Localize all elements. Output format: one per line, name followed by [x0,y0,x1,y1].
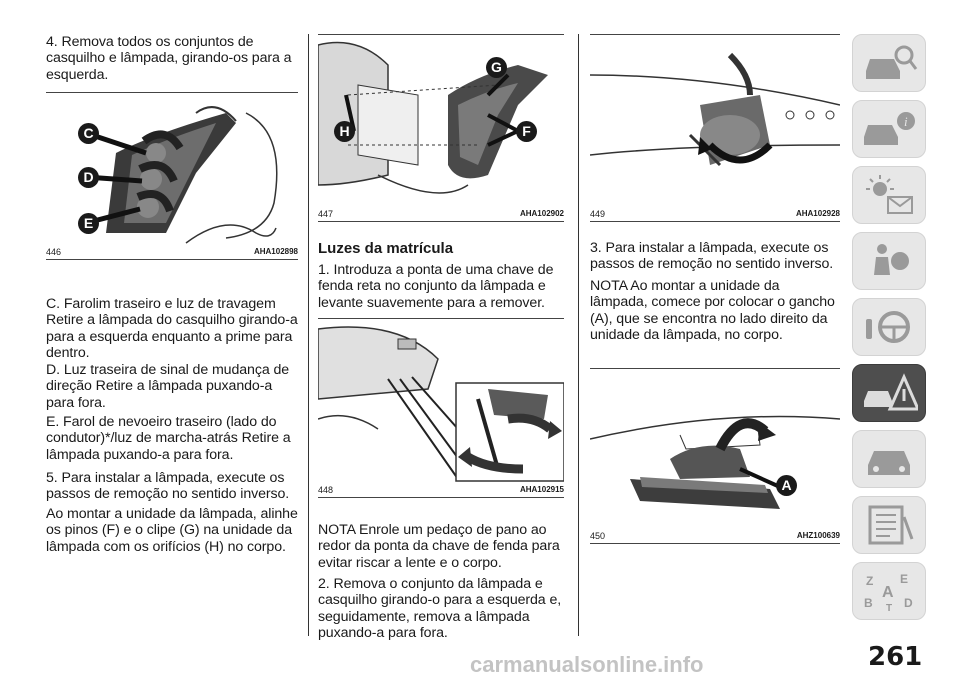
watermark: carmanualsonline.info [470,652,704,677]
figure-number: 447 [318,209,334,219]
tab-car-info[interactable]: i [852,100,926,158]
tab-car-service[interactable] [852,430,926,488]
car-search-icon [866,45,918,79]
car-info-icon: i [864,112,915,145]
figure-number: 448 [318,485,334,495]
item-e-text: E. Farol de nevoeiro traseiro (lado do c… [46,414,291,463]
step-5-text: 5. Para instalar a lâmpada, execute os p… [46,470,290,503]
figure-448: 448 AHA102915 [318,318,564,498]
license-plate-bulb-socket-drawing [590,35,840,207]
column-divider [308,34,309,636]
tab-emergency[interactable] [852,364,926,422]
step-4-text: 4. Remova todos os conjuntos de casquilh… [46,34,292,83]
callout-g: G [486,57,507,78]
svg-text:B: B [864,596,873,610]
item-d-text: D. Luz traseira de sinal de mudança de d… [46,362,290,411]
airbag-icon [874,244,909,275]
callout-a: A [776,475,797,496]
steering-wheel-icon [866,311,910,343]
figure-number: 446 [46,247,62,257]
svg-text:Z: Z [866,574,873,588]
figure-449: 449 AHA102928 [590,34,840,222]
tab-steering-wheel[interactable] [852,298,926,356]
svg-text:D: D [904,596,913,610]
figure-code: AHA102902 [519,209,564,218]
nota-text: NOTA Enrole um pedaço de pano ao redor d… [318,522,560,571]
license-plate-lamp-unit-drawing: A [590,369,840,529]
callout-h: H [334,121,355,142]
step-2-text: 2. Remova o conjunto da lâmpada e casqui… [318,576,562,641]
figure-code: AHA102915 [519,485,564,494]
page-number: 261 [868,642,923,672]
figure-caption: 446 AHA102898 [46,247,298,260]
figure-code: AHZ100639 [796,531,840,540]
tab-specifications[interactable] [852,496,926,554]
figure-code: AHA102898 [253,247,298,256]
tab-airbag[interactable] [852,232,926,290]
taillight-bulbs-drawing: C D E [46,93,298,245]
figure-446: C D E 446 AHA102898 [46,92,298,260]
callout-e: E [78,213,99,234]
car-warning-triangle-icon [864,373,918,411]
figure-caption: 448 AHA102915 [318,485,564,498]
dashboard-lights-icon [866,175,913,214]
chapter-sidebar: i [852,34,926,628]
figure-number: 449 [590,209,606,219]
svg-text:E: E [900,572,908,586]
step-3-text: 3. Para instalar a lâmpada, execute os p… [590,240,834,273]
taillight-assembly-drawing: G H F [318,35,564,207]
car-service-icon [868,451,910,475]
figure-450: A 450 AHZ100639 [590,368,840,544]
alphabetical-index-icon: Z E AB D T [864,572,913,613]
tab-car-search[interactable] [852,34,926,92]
callout-f: F [516,121,537,142]
tab-dashboard-lights[interactable] [852,166,926,224]
step-1-text: 1. Introduza a ponta de uma chave de fen… [318,262,554,311]
note-text: Ao montar a unidade da lâmpada, alinhe o… [46,506,298,555]
figure-caption: 447 AHA102902 [318,209,564,222]
callout-c: C [78,123,99,144]
nota-text: NOTA Ao montar a unidade da lâmpada, com… [590,278,835,343]
figure-caption: 450 AHZ100639 [590,531,840,544]
column-divider [578,34,579,636]
svg-text:A: A [882,584,894,601]
callout-d: D [78,167,99,188]
license-plate-light-removal-drawing [318,319,564,483]
figure-number: 450 [590,531,606,541]
svg-text:i: i [904,114,908,129]
item-c-text: C. Farolim traseiro e luz de travagem Re… [46,296,298,361]
figure-caption: 449 AHA102928 [590,209,840,222]
figure-447: G H F 447 AHA102902 [318,34,564,222]
specifications-list-icon [868,505,914,545]
svg-text:T: T [886,603,892,613]
section-heading: Luzes da matrícula [318,240,454,257]
figure-code: AHA102928 [795,209,840,218]
